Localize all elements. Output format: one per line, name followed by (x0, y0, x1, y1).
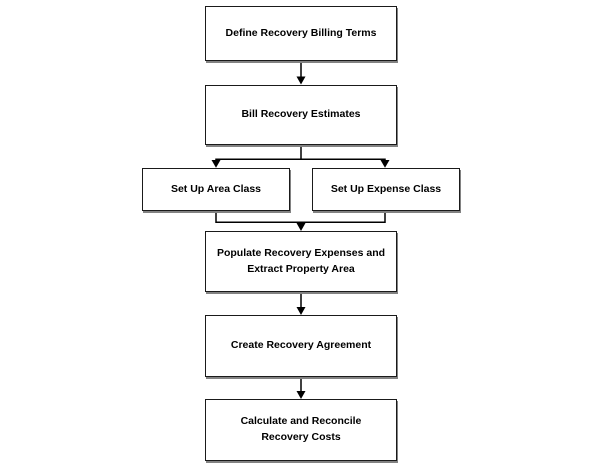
connector-define-to-bill (296, 61, 306, 85)
node-create-recovery-agreement: Create Recovery Agreement (205, 315, 397, 377)
node-set-up-expense-class: Set Up Expense Class (312, 168, 460, 211)
node-label-define-recovery-billing-terms: Define Recovery Billing Terms (225, 26, 377, 39)
connector-merge-to-populate (215, 211, 386, 231)
node-populate-recovery-expenses-and-extract-property-area: Populate Recovery Expenses and Extract P… (205, 231, 397, 292)
node-label-calculate-and-reconcile-recovery-costs: Calculate and Reconcile Recovery Costs (240, 415, 362, 443)
node-calculate-and-reconcile-recovery-costs: Calculate and Reconcile Recovery Costs (205, 399, 397, 461)
node-label-populate-recovery-expenses-and-extract-property-area: Populate Recovery Expenses and Extract P… (216, 246, 386, 275)
connector-populate-to-create (296, 292, 306, 315)
node-label-create-recovery-agreement: Create Recovery Agreement (230, 339, 372, 352)
connector-create-to-calculate (296, 377, 306, 399)
node-label-set-up-area-class: Set Up Area Class (170, 182, 262, 195)
node-set-up-area-class: Set Up Area Class (142, 168, 290, 211)
node-label-set-up-expense-class: Set Up Expense Class (330, 182, 442, 195)
connector-bill-split (211, 145, 390, 168)
node-label-bill-recovery-estimates: Bill Recovery Estimates (241, 108, 361, 121)
node-define-recovery-billing-terms: Define Recovery Billing Terms (205, 6, 397, 61)
node-bill-recovery-estimates: Bill Recovery Estimates (205, 85, 397, 145)
